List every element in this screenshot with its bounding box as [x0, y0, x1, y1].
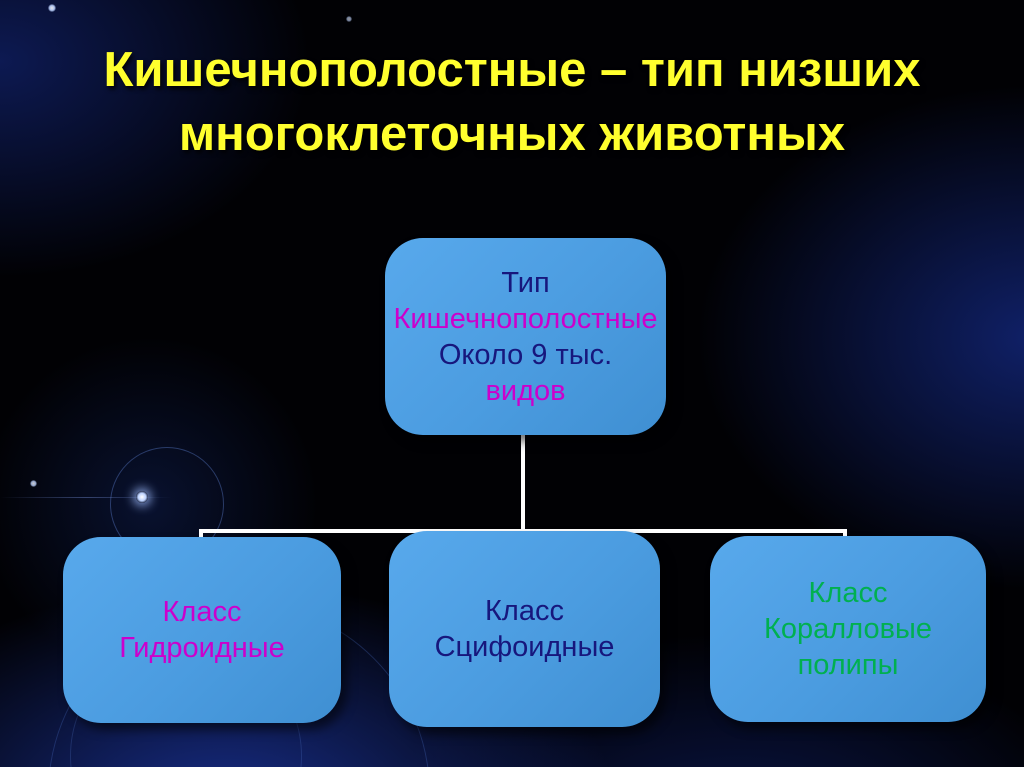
background-orbit-line: [0, 497, 172, 498]
root-text-line: Около 9 тыс.: [438, 338, 613, 371]
box-class-scyphoid: Класс Сцифоидные: [389, 531, 660, 727]
box-class-coral-polyps-text: Класс Коралловые полипы: [764, 575, 932, 683]
box-type-coelenterata: Тип Кишечнополостные Около 9 тыс. видов: [385, 238, 666, 435]
child-text-line: Сцифоидные: [434, 631, 615, 663]
child-text-line: Класс: [485, 595, 564, 627]
box-type-coelenterata-text: Тип Кишечнополостные Около 9 тыс. видов: [393, 265, 657, 409]
connector-left-vertical: [199, 529, 203, 543]
child-text-line: Класс: [162, 596, 242, 628]
root-text-line: Тип: [501, 266, 550, 299]
slide-title: Кишечнополостные – тип низших многоклето…: [0, 38, 1024, 166]
child-text-line: полипы: [797, 649, 899, 681]
child-text-line: Коралловые: [764, 613, 932, 645]
box-class-scyphoid-text: Класс Сцифоидные: [435, 593, 615, 665]
background-star-top-left: [48, 4, 56, 12]
box-class-hydroid-text: Класс Гидроидные: [119, 594, 285, 666]
connector-root-vertical: [521, 434, 525, 531]
child-text-line: Гидроидные: [119, 632, 285, 664]
slide-title-line-1: Кишечнополостные – тип низших: [103, 43, 921, 97]
child-text-line: Класс: [808, 577, 888, 609]
box-class-coral-polyps: Класс Коралловые полипы: [710, 536, 986, 722]
root-text-line: видов: [485, 374, 566, 407]
box-class-hydroid: Класс Гидроидные: [63, 537, 341, 723]
root-text-line: Кишечнополостные: [393, 302, 658, 335]
slide-title-line-2: многоклеточных животных: [178, 107, 846, 161]
background-star-left: [30, 480, 37, 487]
background-star-top-mid: [346, 16, 352, 22]
background-star-bright: [136, 491, 148, 503]
